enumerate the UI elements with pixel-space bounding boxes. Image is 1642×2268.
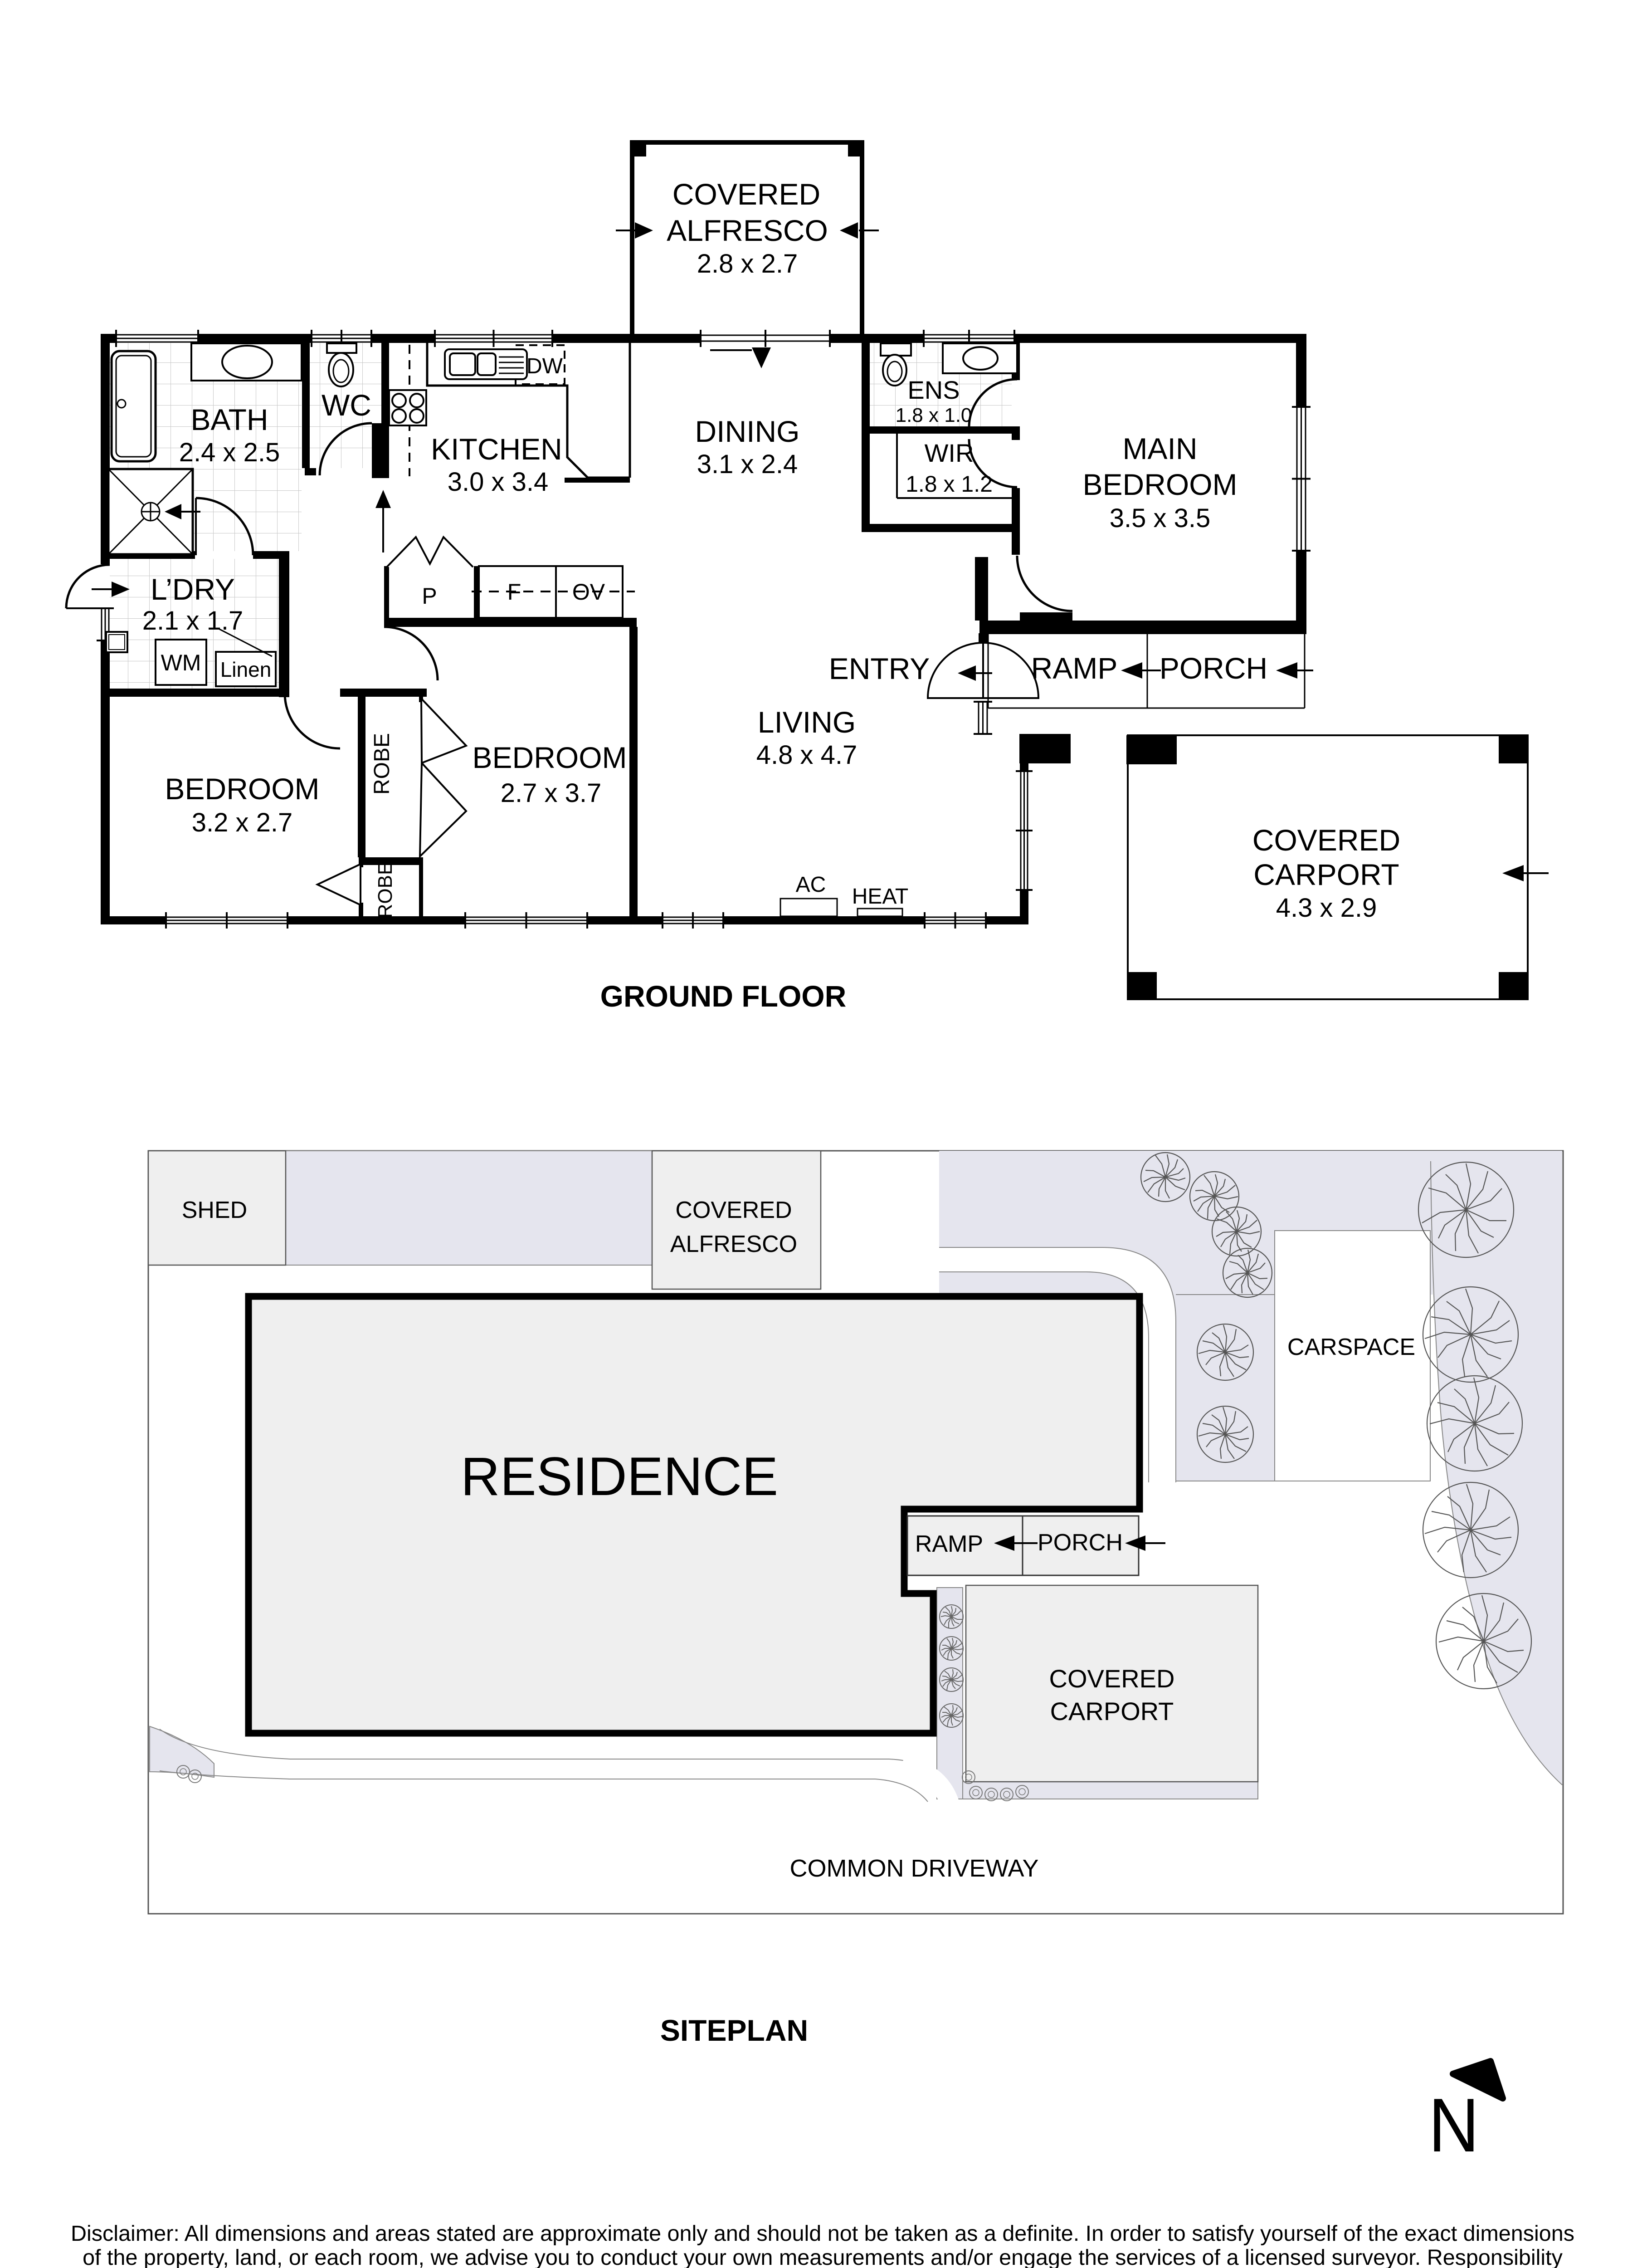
svg-text:4.8 x 4.7: 4.8 x 4.7 [756,740,857,770]
svg-text:COMMON DRIVEWAY: COMMON DRIVEWAY [790,1855,1039,1882]
svg-text:1.8 x 1.2: 1.8 x 1.2 [906,471,993,497]
svg-text:COVERED: COVERED [675,1197,792,1223]
svg-text:3.0 x 3.4: 3.0 x 3.4 [448,467,548,497]
svg-text:COVERED: COVERED [1252,823,1400,857]
svg-text:BEDROOM: BEDROOM [472,741,627,774]
svg-text:2.7 x 3.7: 2.7 x 3.7 [501,778,601,808]
svg-text:WIR: WIR [925,439,974,467]
svg-text:RAMP: RAMP [1031,651,1118,685]
svg-text:LIVING: LIVING [758,705,856,739]
svg-text:P: P [422,583,437,609]
svg-text:2.8 x 2.7: 2.8 x 2.7 [697,249,798,279]
svg-text:OV: OV [572,579,605,605]
svg-text:SHED: SHED [182,1197,247,1223]
svg-text:Disclaimer: All dimensions and: Disclaimer: All dimensions and areas sta… [71,2221,1574,2246]
svg-text:GROUND FLOOR: GROUND FLOOR [600,979,847,1013]
svg-text:ENS: ENS [907,376,960,404]
svg-text:BATH: BATH [190,403,268,436]
svg-text:N: N [1428,2082,1479,2168]
svg-text:CARSPACE: CARSPACE [1287,1334,1415,1360]
svg-text:DW: DW [526,354,563,378]
svg-text:L’DRY: L’DRY [151,572,235,606]
svg-text:BEDROOM: BEDROOM [165,772,319,806]
svg-text:Linen: Linen [220,658,272,681]
svg-text:HEAT: HEAT [852,885,908,909]
svg-text:ROBE: ROBE [374,862,396,919]
svg-text:ENTRY: ENTRY [829,652,930,685]
svg-text:CARPORT: CARPORT [1253,858,1399,891]
svg-text:ALFRESCO: ALFRESCO [667,214,828,247]
svg-text:for any omissions or errors co: for any omissions or errors contained he… [508,2267,1137,2268]
svg-text:MAIN: MAIN [1123,432,1198,465]
svg-text:DINING: DINING [695,415,800,448]
svg-text:PORCH: PORCH [1160,651,1267,685]
svg-text:RAMP: RAMP [915,1531,983,1557]
svg-text:ROBE: ROBE [370,733,394,795]
svg-text:2.1 x 1.7: 2.1 x 1.7 [142,606,243,635]
svg-text:KITCHEN: KITCHEN [431,432,562,466]
svg-text:2.4 x 2.5: 2.4 x 2.5 [179,438,280,467]
svg-text:WM: WM [161,650,201,675]
svg-text:PORCH: PORCH [1038,1530,1123,1556]
svg-text:BEDROOM: BEDROOM [1082,468,1237,501]
svg-text:ALFRESCO: ALFRESCO [670,1231,797,1257]
svg-text:of the property, land, or each: of the property, land, or each room, we … [83,2245,1563,2268]
svg-text:F: F [507,579,521,605]
svg-text:3.2 x 2.7: 3.2 x 2.7 [192,808,292,837]
svg-text:SITEPLAN: SITEPLAN [660,2014,808,2047]
svg-text:CARPORT: CARPORT [1050,1697,1174,1725]
svg-text:3.1 x 2.4: 3.1 x 2.4 [697,450,798,479]
svg-text:4.3 x 2.9: 4.3 x 2.9 [1276,893,1377,923]
svg-text:AC: AC [796,873,826,897]
svg-text:1.8 x 1.0: 1.8 x 1.0 [896,404,972,426]
svg-text:RESIDENCE: RESIDENCE [461,1446,778,1507]
svg-text:COVERED: COVERED [672,177,820,211]
svg-text:WC: WC [322,388,371,422]
svg-text:3.5 x 3.5: 3.5 x 3.5 [1110,503,1210,533]
svg-text:COVERED: COVERED [1049,1664,1175,1693]
